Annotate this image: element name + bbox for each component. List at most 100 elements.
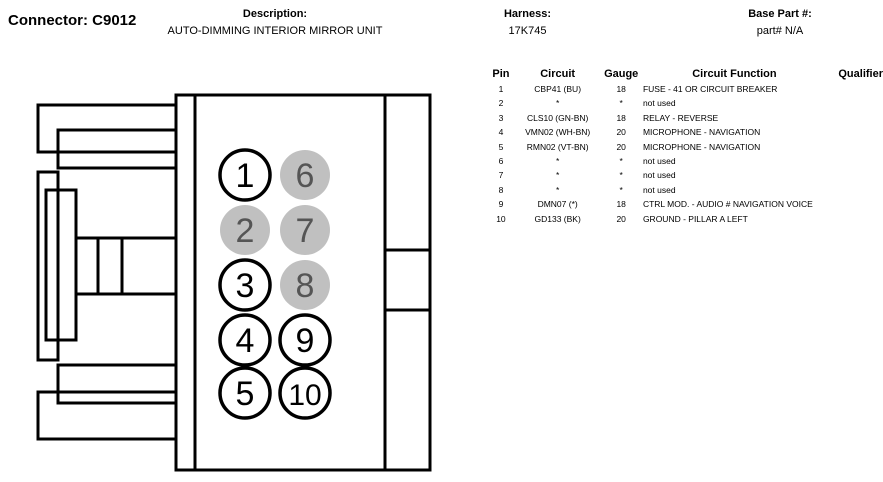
pin-number: 6: [296, 157, 315, 195]
pin-number: 1: [236, 157, 255, 195]
description-label: Description:: [242, 8, 308, 20]
pin-cavity-2: 2: [220, 205, 270, 255]
circuit-cell: *: [556, 170, 560, 181]
gauge-cell: *: [619, 184, 623, 195]
table-header-row: Pin Circuit Gauge Circuit Function Quali…: [488, 68, 883, 82]
gauge-cell: *: [619, 170, 623, 181]
table-row: 8 * * not used: [488, 183, 883, 197]
pin-cavity-4: 4: [218, 313, 272, 367]
function-cell: not used: [642, 170, 676, 181]
description-value: AUTO-DIMMING INTERIOR MIRROR UNIT: [167, 25, 383, 37]
pinout-table: Pin Circuit Gauge Circuit Function Quali…: [488, 68, 883, 226]
pin-cavity-5: 5: [218, 366, 272, 420]
latch-arm-bottom-inner: [56, 363, 178, 405]
qualifier-cell: [828, 212, 883, 226]
col-header-circuit: Circuit: [540, 68, 576, 80]
gauge-cell: 20: [616, 141, 626, 152]
pin-cell: 7: [498, 170, 504, 181]
col-header-qualifier: Qualifier: [838, 68, 883, 80]
connector-title: Connector: C9012: [8, 12, 137, 29]
gauge-cell: 18: [616, 199, 626, 210]
pin-cavity-7: 7: [280, 205, 330, 255]
latch-arm-bottom-outer: [36, 390, 178, 441]
gauge-cell: 18: [616, 112, 626, 123]
pin-cell: 9: [498, 199, 504, 210]
side-frame-inner: [44, 188, 78, 342]
pin-cavity-9: 9: [278, 313, 332, 367]
pin-cell: 2: [498, 98, 504, 109]
gauge-cell: *: [619, 98, 623, 109]
gauge-cell: 20: [616, 213, 626, 224]
locking-block: [74, 236, 178, 296]
pin-cell: 3: [498, 112, 504, 123]
pin-cavity-6: 6: [280, 150, 330, 200]
qualifier-cell: [828, 96, 883, 110]
connector-face-diagram: 1 2 3 4 5 6 7 8 9 10: [36, 93, 432, 472]
qualifier-cell: [828, 82, 883, 96]
housing-left-bezel: [174, 93, 197, 472]
harness-label: Harness:: [503, 8, 552, 20]
pin-circle: [280, 205, 330, 255]
pin-cell: 6: [498, 156, 504, 167]
table-row: 10 GD133 (BK) 20 GROUND - PILLAR A LEFT: [488, 212, 883, 226]
pin-cavity-8: 8: [280, 260, 330, 310]
pin-circle: [280, 260, 330, 310]
qualifier-cell: [828, 140, 883, 154]
col-header-pin: Pin: [492, 68, 510, 80]
pin-cell: 10: [496, 213, 506, 224]
pin-cavity-3: 3: [218, 258, 272, 312]
base-part-label: Base Part #:: [748, 8, 812, 20]
pin-circle: [218, 366, 272, 420]
pin-cavity-10: 10: [278, 366, 332, 420]
circuit-cell: DMN07 (*): [537, 199, 578, 210]
harness-value: 17K745: [508, 25, 547, 37]
pin-number: 10: [288, 379, 321, 412]
table-row: 9 DMN07 (*) 18 CTRL MOD. - AUDIO # NAVIGATI…: [488, 197, 883, 211]
pin-cell: 8: [498, 184, 504, 195]
gauge-cell: 18: [616, 84, 626, 94]
base-part-value: part# N/A: [756, 25, 804, 37]
qualifier-cell: [828, 111, 883, 125]
pin-cell: 1: [498, 84, 504, 94]
pin-number: 8: [296, 267, 315, 305]
circuit-cell: RMN02 (VT-BN): [526, 141, 589, 152]
pin-cavity-1: 1: [218, 148, 272, 202]
circuit-cell: GD133 (BK): [534, 213, 581, 224]
function-cell: CTRL MOD. - AUDIO # NAVIGATION VOICE: [642, 199, 813, 210]
connector-housing: [36, 93, 432, 472]
pin-cavities: 1 2 3 4 5 6 7 8 9 10: [218, 148, 332, 420]
pin-circle: [218, 313, 272, 367]
table-row: 7 * * not used: [488, 168, 883, 182]
pin-cell: 5: [498, 141, 504, 152]
col-header-circuit-function: Circuit Function: [692, 68, 777, 80]
qualifier-cell: [828, 154, 883, 168]
function-cell: not used: [642, 156, 676, 167]
col-header-gauge: Gauge: [604, 68, 639, 80]
pin-circle: [220, 205, 270, 255]
pin-number: 3: [236, 267, 255, 305]
pin-circle: [280, 150, 330, 200]
function-cell: not used: [642, 98, 676, 109]
circuit-cell: CBP41 (BU): [534, 84, 582, 94]
circuit-cell: *: [556, 184, 560, 195]
pin-cell: 4: [498, 127, 504, 138]
side-frame-outer: [36, 170, 60, 362]
function-cell: GROUND - PILLAR A LEFT: [642, 213, 748, 224]
pin-number: 2: [236, 212, 255, 250]
pin-circle: [278, 366, 332, 420]
circuit-cell: VMN02 (WH-BN): [525, 127, 591, 138]
gauge-cell: *: [619, 156, 623, 167]
circuit-cell: *: [556, 156, 560, 167]
pin-number: 9: [296, 322, 315, 360]
pin-circle: [218, 258, 272, 312]
pin-number: 4: [236, 322, 255, 360]
pin-circle: [278, 313, 332, 367]
pin-circle: [218, 148, 272, 202]
circuit-cell: CLS10 (GN-BN): [526, 112, 589, 123]
function-cell: not used: [642, 184, 676, 195]
latch-arm-top-inner: [56, 128, 178, 170]
